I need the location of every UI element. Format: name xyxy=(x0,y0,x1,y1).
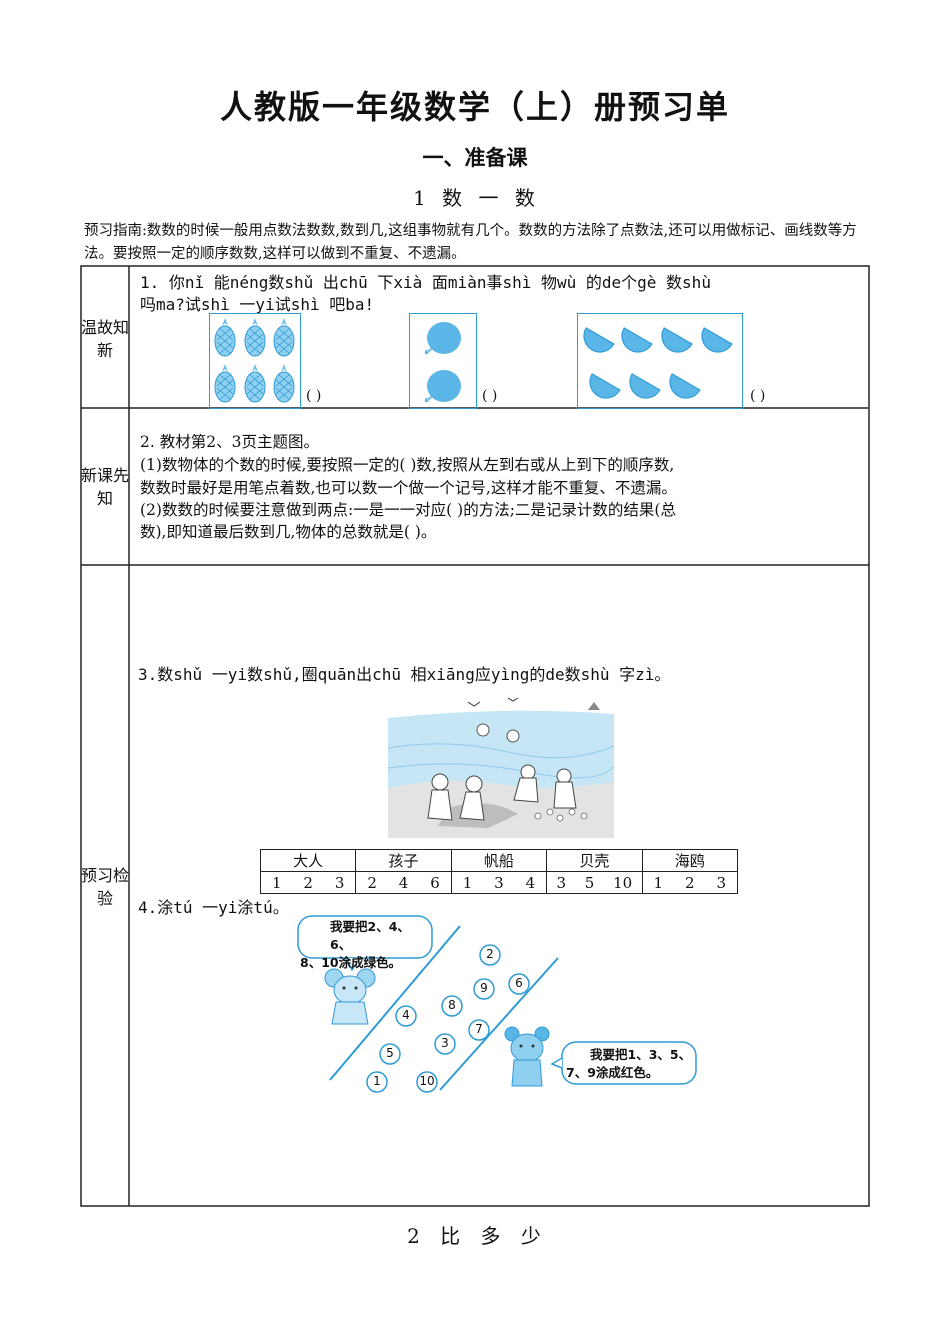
watermelon-icon xyxy=(577,327,733,405)
q2-line3: 数数时最好是用笔点着数,也可以数一个做一个记号,这样才能不重复、不遗漏。 xyxy=(140,479,677,497)
next-lesson-heading: 2 比 多 少 xyxy=(407,1224,543,1248)
pineapple-icon xyxy=(214,317,295,403)
row-label-review: 温故知新 xyxy=(81,318,130,360)
q1-line1: 1. 你nǐ 能néng数shǔ 出chū 下xià 面miàn事shì 物wù… xyxy=(140,273,711,292)
right-bubble-text: 我要把1、3、5、 7、9涂成红色。 xyxy=(566,1046,696,1082)
right-bubble-line1: 我要把1、3、5、 xyxy=(590,1047,692,1062)
circle-number[interactable]: 9 xyxy=(480,981,488,995)
choice-number[interactable]: 2 xyxy=(367,873,377,892)
header-adult: 大人 xyxy=(259,849,357,872)
q2-line1: 2. 教材第2、3页主题图。 xyxy=(140,433,319,451)
left-bubble-line1: 我要把2、4、6、 xyxy=(330,919,410,952)
circle-number[interactable]: 7 xyxy=(475,1022,483,1036)
right-bubble-line2: 7、9涂成红色。 xyxy=(566,1065,659,1080)
choice-number[interactable]: 4 xyxy=(525,873,536,892)
row-label-check: 预习检验 xyxy=(81,866,130,908)
choice-number[interactable]: 4 xyxy=(398,873,409,892)
header-child: 孩子 xyxy=(355,849,452,872)
choice-number[interactable]: 5 xyxy=(584,873,595,892)
choice-number[interactable]: 3 xyxy=(716,873,727,892)
circle-number[interactable]: 5 xyxy=(386,1046,394,1060)
page-title: 人教版一年级数学（上）册预习单 xyxy=(219,88,730,126)
answer-paren-3[interactable]: ( ) xyxy=(750,388,766,404)
preview-guide: 预习指南:数数的时候一般用点数法数数,数到几,这组事物就有几个。数数的方法除了点… xyxy=(84,223,857,262)
left-bubble-line2: 8、10涂成绿色。 xyxy=(300,955,402,970)
coloring-illustration xyxy=(297,915,697,1093)
q2-line4: (2)数数的时候要注意做到两点:一是一一对应( )的方法;二是记录计数的结果(总 xyxy=(140,501,676,519)
peach-icon xyxy=(425,322,461,402)
choice-number[interactable]: 1 xyxy=(653,873,664,892)
table-cell: 1 2 3 xyxy=(641,871,739,894)
circle-number[interactable]: 8 xyxy=(448,998,456,1012)
table-cell: 1 3 4 xyxy=(450,871,548,894)
circle-number[interactable]: 6 xyxy=(515,976,523,990)
choice-number[interactable]: 2 xyxy=(303,873,313,892)
circle-number[interactable]: 1 xyxy=(373,1074,381,1088)
circle-number[interactable]: 2 xyxy=(486,947,494,961)
choice-number[interactable]: 3 xyxy=(334,873,345,892)
circle-number[interactable]: 4 xyxy=(402,1008,410,1022)
answer-paren-1[interactable]: ( ) xyxy=(306,388,322,404)
choice-number[interactable]: 1 xyxy=(271,873,282,892)
q2-line5: 数),即知道最后数到几,物体的总数就是( )。 xyxy=(140,523,437,541)
bear-icon xyxy=(504,1026,550,1087)
q4-text: 4.涂tú 一yi涂tú。 xyxy=(138,898,289,917)
table-cell: 3 5 10 xyxy=(546,871,643,894)
pineapple-group xyxy=(209,313,301,409)
peach-group xyxy=(409,313,477,409)
header-seagull: 海鸥 xyxy=(641,849,739,872)
mouse-icon xyxy=(324,968,376,1025)
table-cell: 2 4 6 xyxy=(355,871,452,894)
count-table: 大人 孩子 帆船 贝壳 海鸥 1 2 3 2 4 6 1 3 4 3 5 10 … xyxy=(259,849,739,894)
choice-number[interactable]: 1 xyxy=(462,873,473,892)
header-sailboat: 帆船 xyxy=(450,849,548,872)
table-cell: 1 2 3 xyxy=(259,871,357,894)
number-circles xyxy=(366,944,530,1093)
q3-text: 3.数shǔ 一yi数shǔ,圈quān出chū 相xiāng应yìng的de数… xyxy=(138,665,671,684)
lesson-heading: 1 数 一 数 xyxy=(413,186,537,210)
beach-scene-image xyxy=(388,688,614,838)
row-label-new: 新课先知 xyxy=(81,466,130,508)
answer-paren-2[interactable]: ( ) xyxy=(482,388,498,404)
watermelon-group xyxy=(577,313,743,409)
choice-number[interactable]: 6 xyxy=(430,873,440,892)
choice-number[interactable]: 3 xyxy=(556,873,567,892)
left-bubble-text: 我要把2、4、6、 8、10涂成绿色。 xyxy=(300,918,430,972)
choice-number[interactable]: 10 xyxy=(613,873,633,892)
choice-number[interactable]: 2 xyxy=(685,873,695,892)
q2-line2: (1)数物体的个数的时候,要按照一定的( )数,按照从左到右或从上到下的顺序数, xyxy=(140,456,675,474)
circle-number[interactable]: 10 xyxy=(419,1074,435,1088)
q1-line2: 吗ma?试shì 一yi试shì 吧ba! xyxy=(140,295,375,314)
circle-number[interactable]: 3 xyxy=(441,1036,449,1050)
table-number-row: 1 2 3 2 4 6 1 3 4 3 5 10 1 2 3 xyxy=(259,871,739,894)
header-shell: 贝壳 xyxy=(546,849,643,872)
choice-number[interactable]: 3 xyxy=(494,873,504,892)
table-header-row: 大人 孩子 帆船 贝壳 海鸥 xyxy=(259,849,739,872)
section-heading: 一、准备课 xyxy=(422,146,528,170)
